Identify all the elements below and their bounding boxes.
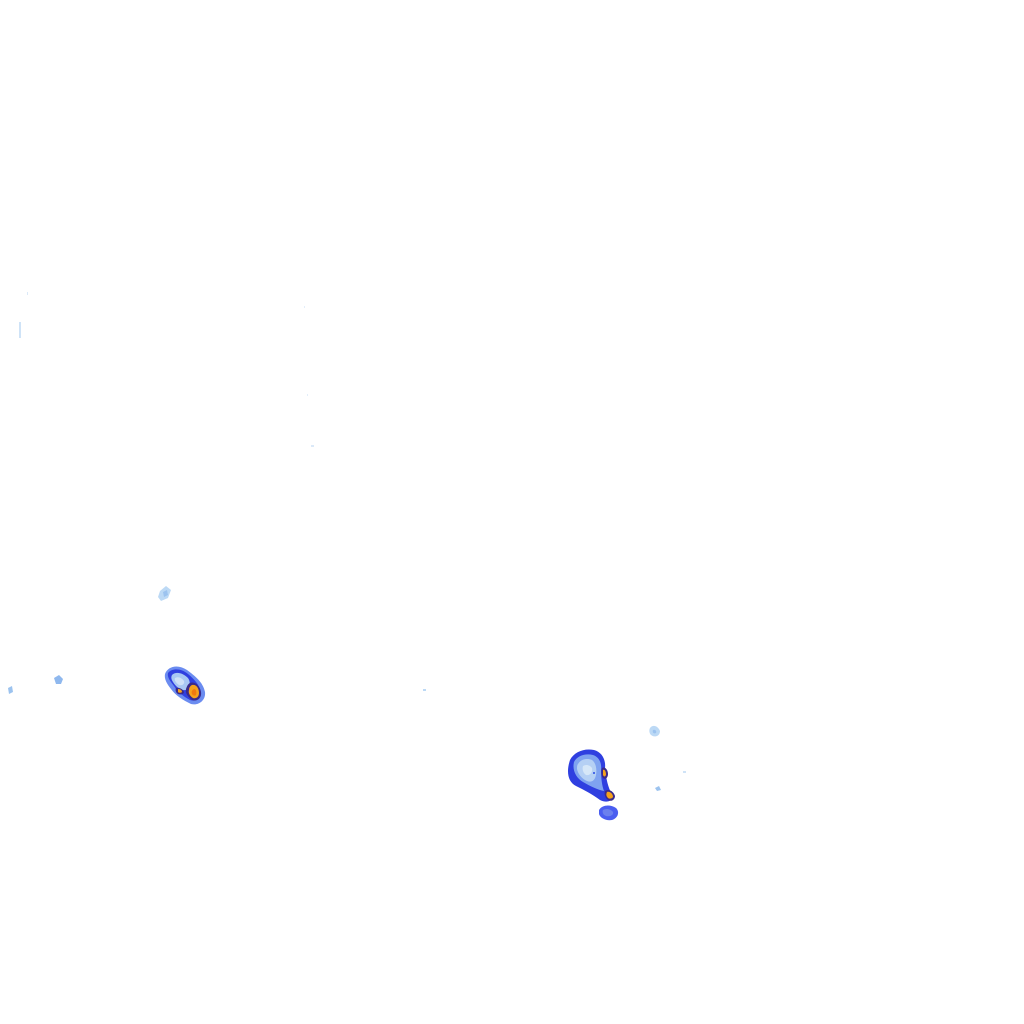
precip-speckle — [8, 686, 13, 694]
cell-southeast-satellite — [599, 805, 619, 821]
precip-core-intense — [178, 689, 182, 693]
precip-core-extreme — [191, 689, 197, 696]
precip-speckle — [655, 786, 661, 791]
precip-speckle — [593, 772, 595, 774]
cell-southeast-main — [568, 749, 615, 802]
precip-speckle — [27, 292, 28, 295]
speckle-east — [649, 725, 686, 791]
precip-speckle — [683, 771, 686, 773]
precip-speckle — [307, 394, 308, 396]
precip-band-very-light — [582, 764, 593, 776]
precip-speckle — [652, 729, 657, 734]
precip-core-intense — [606, 791, 613, 799]
precip-band-light — [174, 677, 185, 686]
precip-speckle — [54, 675, 63, 684]
precip-core-intense — [603, 769, 606, 777]
precip-speckle — [311, 445, 314, 447]
precip-speckle — [163, 590, 168, 597]
speckle-west — [8, 586, 426, 694]
speckle-northwest — [19, 292, 314, 447]
precip-band-moderate — [602, 808, 614, 817]
cell-west-main — [164, 666, 206, 705]
precip-speckle — [423, 689, 426, 691]
precip-speckle — [19, 322, 21, 338]
speckle-central — [593, 772, 595, 774]
precip-speckle — [304, 306, 305, 308]
